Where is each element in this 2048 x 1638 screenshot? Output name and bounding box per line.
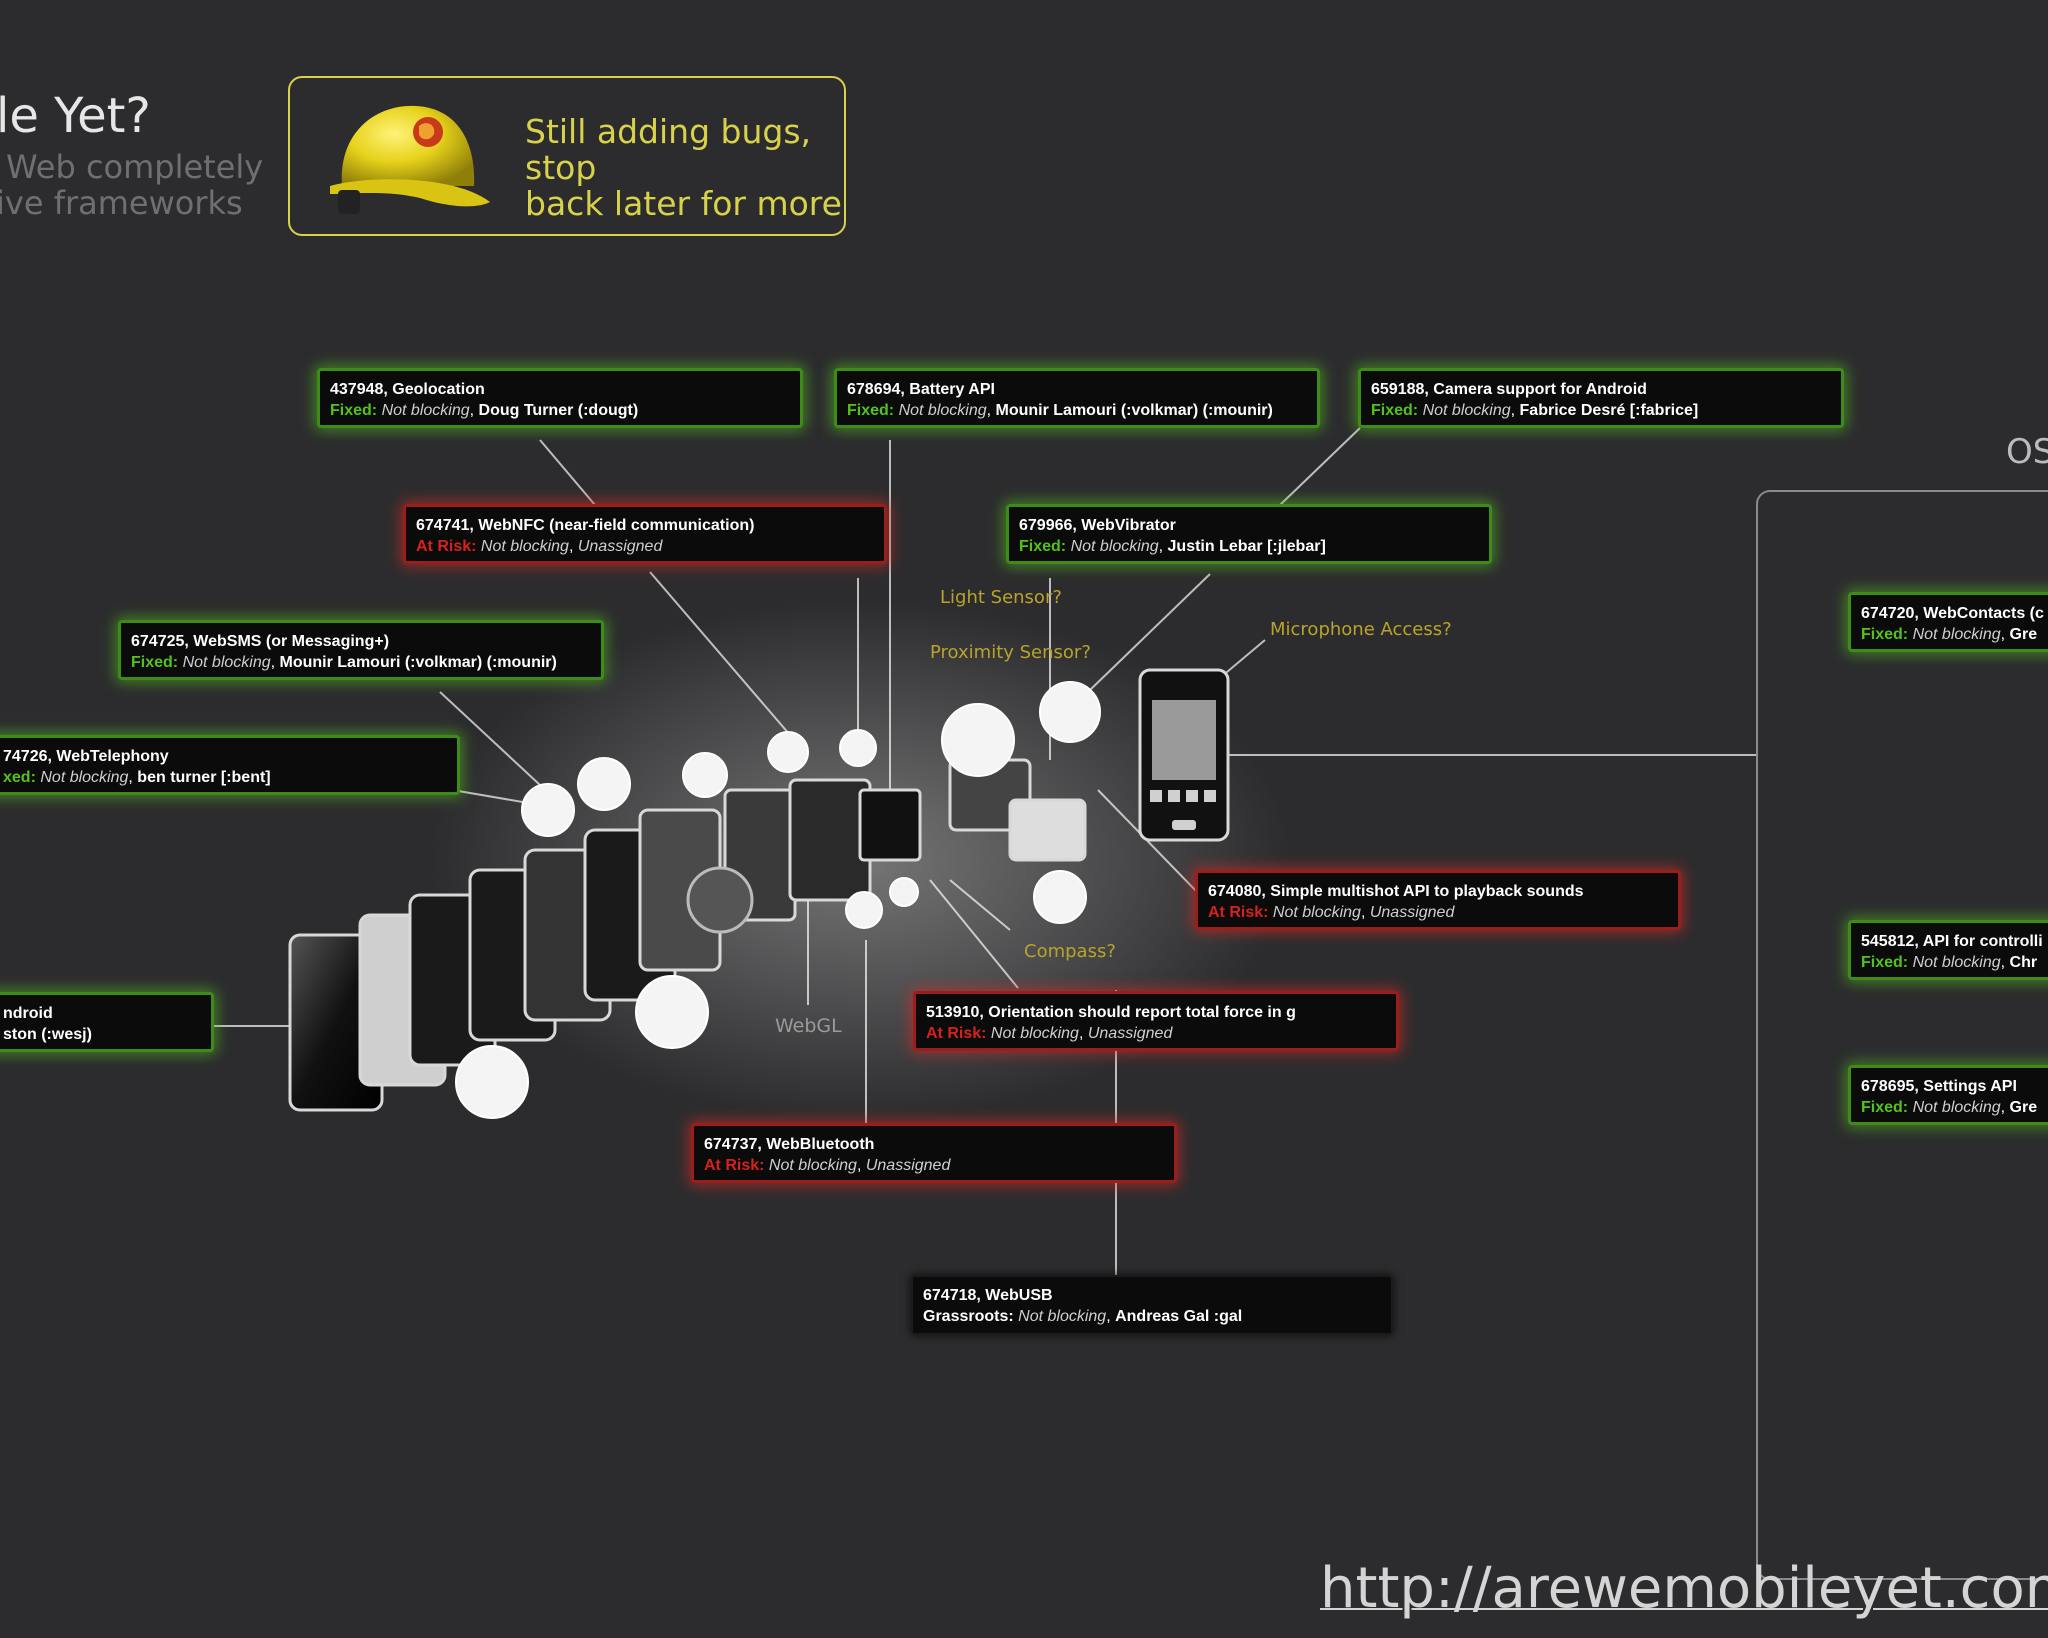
- card-status: At Risk:: [1208, 904, 1269, 921]
- hard-hat-icon: [330, 105, 490, 214]
- notice-line-2: back later for more: [525, 184, 842, 223]
- card-owner: ben turner [:bent]: [137, 769, 271, 786]
- card-title: 674737, WebBluetooth: [704, 1136, 875, 1153]
- card-status: Fixed:: [847, 402, 895, 419]
- card-title: 674725, WebSMS (or Messaging+): [131, 633, 390, 650]
- feature-card-controlling[interactable]: 545812, API for controlli Fixed: Not blo…: [1848, 920, 2048, 980]
- card-status: Fixed:: [330, 402, 378, 419]
- page-subtitle-line-1: Web completely: [6, 148, 264, 186]
- card-status: Grassroots:: [923, 1308, 1014, 1325]
- card-status: Fixed:: [1861, 626, 1909, 643]
- notice-line-1: Still adding bugs, stop: [525, 112, 812, 187]
- card-owner: Mounir Lamouri (:volkmar) (:mounir): [279, 654, 557, 671]
- notice-text: Still adding bugs, stop back later for m…: [525, 114, 844, 222]
- microphone-access-label: Microphone Access?: [1270, 619, 1452, 640]
- card-title: 674718, WebUSB: [923, 1287, 1053, 1304]
- card-owner: Doug Turner (:dougt): [478, 402, 639, 419]
- card-blocking: Not blocking: [1272, 904, 1361, 921]
- card-title: 74726, WebTelephony: [3, 748, 169, 765]
- card-status: xed:: [3, 769, 36, 786]
- card-owner: Justin Lebar [:jlebar]: [1167, 538, 1326, 555]
- feature-card-websms[interactable]: 674725, WebSMS (or Messaging+) Fixed: No…: [118, 620, 604, 680]
- card-owner: Andreas Gal :gal: [1115, 1308, 1243, 1325]
- card-blocking: Not blocking: [381, 402, 470, 419]
- feature-card-webtelephony[interactable]: 74726, WebTelephony xed: Not blocking, b…: [0, 735, 460, 795]
- card-status: At Risk:: [926, 1025, 987, 1042]
- card-owner: Unassigned: [865, 1157, 951, 1174]
- card-owner: Gre: [2009, 1099, 2038, 1116]
- feature-card-geolocation[interactable]: 437948, Geolocation Fixed: Not blocking,…: [317, 368, 803, 428]
- card-title: 674080, Simple multishot API to playback…: [1208, 883, 1584, 900]
- feature-card-webnfc[interactable]: 674741, WebNFC (near-field communication…: [403, 504, 887, 564]
- card-title: 437948, Geolocation: [330, 381, 485, 398]
- card-blocking: Not blocking: [1018, 1308, 1107, 1325]
- card-blocking: Not blocking: [990, 1025, 1079, 1042]
- card-owner: Gre: [2009, 626, 2038, 643]
- feature-card-battery[interactable]: 678694, Battery API Fixed: Not blocking,…: [834, 368, 1320, 428]
- feature-card-webvibrator[interactable]: 679966, WebVibrator Fixed: Not blocking,…: [1006, 504, 1492, 564]
- card-blocking: Not blocking: [1912, 1099, 2001, 1116]
- card-blocking: Not blocking: [1912, 954, 2001, 971]
- proximity-sensor-label: Proximity Sensor?: [930, 642, 1091, 663]
- card-status: Fixed:: [1371, 402, 1419, 419]
- card-owner: ston (:wesj): [3, 1026, 92, 1043]
- card-title: 513910, Orientation should report total …: [926, 1004, 1296, 1021]
- feature-card-camera[interactable]: 659188, Camera support for Android Fixed…: [1358, 368, 1844, 428]
- card-owner: Unassigned: [1369, 904, 1455, 921]
- page-title: le Yet?: [0, 88, 151, 144]
- card-owner: Unassigned: [1087, 1025, 1173, 1042]
- card-blocking: Not blocking: [40, 769, 129, 786]
- feature-card-webcontacts[interactable]: 674720, WebContacts (c Fixed: Not blocki…: [1848, 592, 2048, 652]
- page-subtitle-line-2: ive frameworks: [0, 184, 243, 222]
- feature-card-settings[interactable]: 678695, Settings API Fixed: Not blocking…: [1848, 1065, 2048, 1125]
- card-blocking: Not blocking: [480, 538, 569, 555]
- card-title: 679966, WebVibrator: [1019, 517, 1176, 534]
- card-owner: Chr: [2009, 954, 2038, 971]
- feature-card-orientation[interactable]: 513910, Orientation should report total …: [913, 991, 1399, 1051]
- site-url-link[interactable]: http://arewemobileyet.com/: [1320, 1556, 2048, 1621]
- os-section-frame: [1756, 490, 2048, 1580]
- card-status: Fixed:: [1861, 954, 1909, 971]
- card-blocking: Not blocking: [1912, 626, 2001, 643]
- card-title: 678694, Battery API: [847, 381, 995, 398]
- card-status: Fixed:: [1019, 538, 1067, 555]
- card-title: 545812, API for controlli: [1861, 933, 2043, 950]
- webgl-label: WebGL: [775, 1015, 842, 1037]
- card-blocking: Not blocking: [768, 1157, 857, 1174]
- card-owner: Unassigned: [577, 538, 663, 555]
- card-owner: Fabrice Desré [:fabrice]: [1519, 402, 1699, 419]
- card-title: 659188, Camera support for Android: [1371, 381, 1647, 398]
- exploded-phone-illustration: [288, 600, 1290, 1120]
- compass-label: Compass?: [1024, 941, 1116, 962]
- card-status: At Risk:: [704, 1157, 765, 1174]
- feature-card-multishot[interactable]: 674080, Simple multishot API to playback…: [1195, 870, 1681, 930]
- feature-card-webbluetooth[interactable]: 674737, WebBluetooth At Risk: Not blocki…: [691, 1123, 1177, 1183]
- notice-box: Still adding bugs, stop back later for m…: [288, 76, 846, 236]
- card-owner: Mounir Lamouri (:volkmar) (:mounir): [995, 402, 1273, 419]
- card-title: ndroid: [3, 1005, 53, 1022]
- card-blocking: Not blocking: [182, 654, 271, 671]
- os-section-label: OS: [2006, 432, 2048, 472]
- feature-card-android[interactable]: ndroid ston (:wesj): [0, 992, 214, 1052]
- card-title: 678695, Settings API: [1861, 1078, 2017, 1095]
- light-sensor-label: Light Sensor?: [940, 587, 1062, 608]
- feature-card-webusb[interactable]: 674718, WebUSB Grassroots: Not blocking,…: [911, 1275, 1393, 1335]
- card-status: Fixed:: [131, 654, 179, 671]
- card-title: 674741, WebNFC (near-field communication…: [416, 517, 755, 534]
- card-blocking: Not blocking: [898, 402, 987, 419]
- card-status: At Risk:: [416, 538, 477, 555]
- card-status: Fixed:: [1861, 1099, 1909, 1116]
- card-title: 674720, WebContacts (c: [1861, 605, 2044, 622]
- card-blocking: Not blocking: [1070, 538, 1159, 555]
- card-blocking: Not blocking: [1422, 402, 1511, 419]
